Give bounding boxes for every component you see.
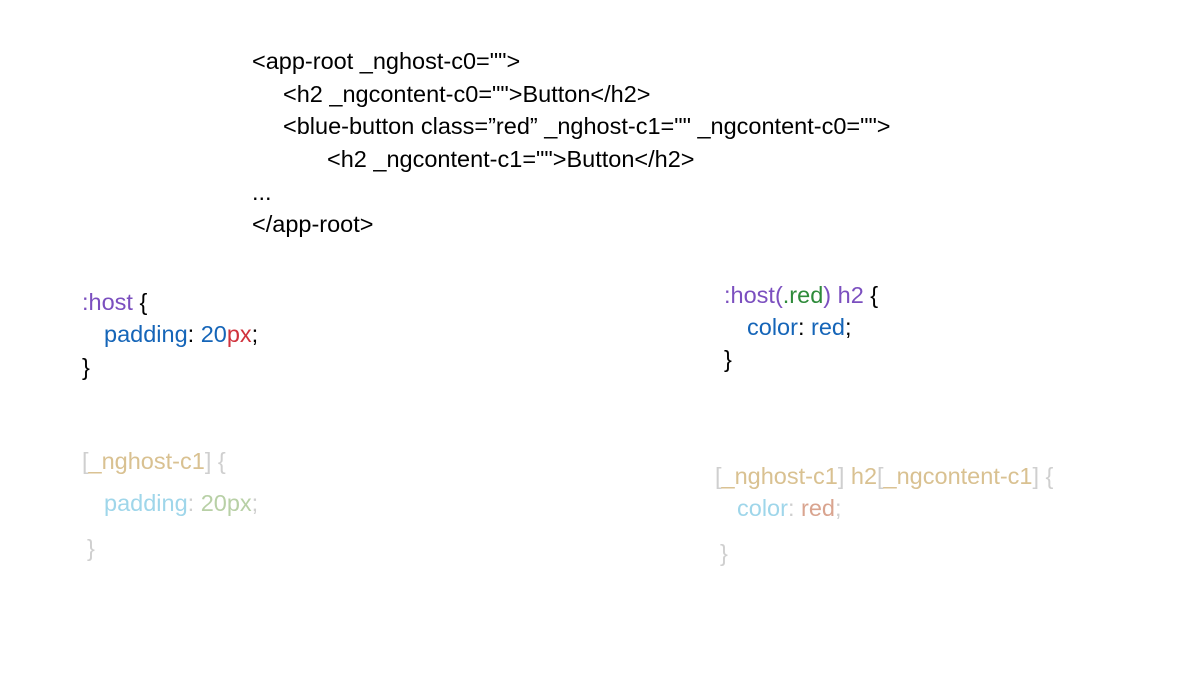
css-value: red — [811, 314, 845, 340]
css-colon: : — [787, 495, 801, 521]
css-host-red-declaration-line: color: red; — [747, 313, 852, 341]
css-semicolon: ; — [844, 314, 852, 340]
css-colon: : — [187, 321, 201, 347]
css-property: padding — [104, 490, 188, 516]
css-selector: :host — [82, 289, 133, 315]
css-class: .red — [782, 282, 824, 308]
attr2-bracket-close: ] — [1032, 463, 1040, 489]
css-open-brace: { — [132, 289, 148, 315]
css-property: color — [747, 314, 798, 340]
compiled-host-close-line: } — [87, 534, 95, 562]
css-property: color — [737, 495, 788, 521]
css-property: padding — [104, 321, 188, 347]
html-line-app-root-open: <app-root _nghost-c0=""> — [252, 48, 521, 74]
compiled-host-declaration-line: padding: 20px; — [104, 489, 258, 517]
css-selector-close: ) — [823, 282, 832, 308]
css-semicolon: ; — [834, 495, 842, 521]
attr-bracket-open: [ — [715, 463, 722, 489]
css-host-declaration-line: padding: 20px; — [104, 320, 258, 348]
css-open-brace: { — [1039, 463, 1054, 489]
html-line-ellipsis: ... — [252, 179, 272, 205]
attr-bracket-close: ] — [837, 463, 845, 489]
css-tag: h2 — [831, 282, 864, 308]
compiled-host-red-declaration-line: color: red; — [737, 494, 842, 522]
attr-selector: _nghost-c1 — [88, 448, 205, 474]
compiled-host-selector-line: [_nghost-c1] { — [82, 447, 226, 475]
css-semicolon: ; — [251, 321, 259, 347]
css-close-brace: } — [82, 354, 90, 380]
html-line-blue-button: <blue-button class=”red” _nghost-c1="" _… — [283, 113, 891, 139]
css-colon: : — [797, 314, 811, 340]
attr-bracket-open: [ — [82, 448, 89, 474]
compiled-host-red-close-line: } — [720, 539, 728, 567]
css-close-brace: } — [724, 346, 732, 372]
css-host-red-close-line: } — [724, 345, 732, 373]
css-value: 20px — [200, 490, 252, 516]
css-host-selector-line: :host { — [82, 288, 147, 316]
css-open-brace: { — [211, 448, 226, 474]
css-tag: h2 — [844, 463, 878, 489]
attr-selector: _nghost-c1 — [721, 463, 838, 489]
html-line-app-root-close: </app-root> — [252, 211, 374, 237]
css-close-brace: } — [720, 540, 728, 566]
attr2-bracket-open: [ — [877, 463, 884, 489]
css-semicolon: ; — [251, 490, 259, 516]
css-unit: px — [226, 321, 252, 347]
html-line-inner-h2: <h2 _ngcontent-c1="">Button</h2> — [327, 146, 695, 172]
attr2-selector: _ngcontent-c1 — [883, 463, 1033, 489]
css-value: red — [801, 495, 835, 521]
html-line-h2: <h2 _ngcontent-c0="">Button</h2> — [283, 81, 651, 107]
css-close-brace: } — [87, 535, 95, 561]
compiled-host-red-selector-line: [_nghost-c1] h2[_ngcontent-c1] { — [715, 462, 1053, 490]
css-number: 20 — [200, 321, 227, 347]
attr-bracket-close: ] — [204, 448, 212, 474]
css-selector: :host( — [724, 282, 783, 308]
css-open-brace: { — [863, 282, 879, 308]
css-host-red-selector-line: :host(.red) h2 { — [724, 281, 878, 309]
css-colon: : — [187, 490, 201, 516]
css-host-close-line: } — [82, 353, 90, 381]
